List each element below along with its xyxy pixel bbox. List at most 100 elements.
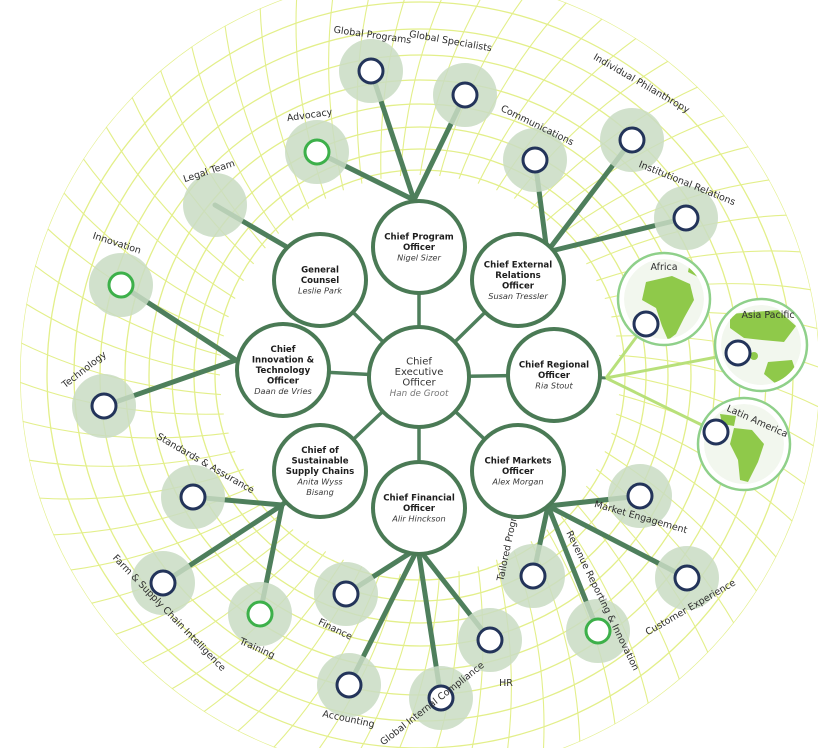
region-africa[interactable]: Africa [616, 251, 712, 347]
region-latin-america[interactable]: Latin America [696, 396, 792, 492]
exec-title-line: Officer [267, 377, 300, 387]
dept-legal-team[interactable] [183, 173, 247, 237]
exec-circle [371, 199, 467, 295]
region-connector [605, 376, 717, 434]
grid-line [495, 559, 512, 748]
node-marker [149, 569, 177, 597]
node-marker [303, 138, 331, 166]
exec-title-line: Chief External [484, 260, 552, 270]
grid-line [458, 0, 569, 179]
node-marker [451, 81, 479, 109]
node-marker [584, 617, 612, 645]
dept-market-engagement[interactable] [608, 464, 672, 528]
exec-name: Alir Hinckson [391, 514, 445, 524]
dept-communications[interactable] [503, 128, 567, 192]
grid-line [130, 95, 255, 265]
exec-name: Bisang [306, 487, 334, 497]
node-marker [672, 204, 700, 232]
grid-ring [148, 103, 692, 647]
exec-name: Ria Stout [535, 381, 573, 391]
dept-global-programs[interactable] [339, 39, 403, 103]
node-marker [357, 57, 385, 85]
exec-title-line: Chief Regional [519, 361, 589, 371]
exec-circle [272, 423, 368, 519]
node-marker [521, 146, 549, 174]
node-marker [107, 271, 135, 299]
region-label-africa: Africa [650, 262, 677, 273]
exec-title-line: Officer [402, 377, 436, 388]
exec-name: Leslie Park [298, 286, 343, 296]
exec-title-line: Relations [495, 271, 540, 281]
exec-circle [371, 460, 467, 556]
exec-name: Susan Tressler [488, 291, 548, 301]
exec-title-line: Sustainable [291, 457, 348, 467]
node-marker [626, 482, 654, 510]
node-marker [246, 600, 274, 628]
exec-circle [235, 322, 331, 418]
exec-title-line: Chief Program [384, 233, 454, 243]
exec-title-line: Chief Markets [484, 457, 551, 467]
grid-line [477, 16, 605, 184]
grid-line [465, 566, 484, 748]
dept-accounting[interactable] [317, 653, 381, 717]
grid-line [20, 420, 229, 439]
grid-line [399, 0, 454, 177]
dept-advocacy[interactable] [285, 120, 349, 184]
dept-global-internal-compliance[interactable] [409, 666, 473, 730]
exec-title-line: Chief Financial [383, 494, 455, 504]
dept-customer-experience[interactable] [655, 546, 719, 610]
node-marker [90, 392, 118, 420]
dept-individual-philanthropy[interactable] [600, 108, 664, 172]
grid-line [33, 264, 222, 356]
grid-line [596, 250, 803, 282]
dept-hr[interactable] [458, 608, 522, 672]
exec-title-line: Chief [406, 356, 432, 367]
exec-title-line: Executive [395, 367, 444, 378]
exec-name: Alex Morgan [491, 477, 543, 487]
departments [72, 39, 719, 730]
dept-global-specialists[interactable] [433, 63, 497, 127]
dept-label-global-specialists: Global Specialists [408, 29, 493, 54]
dept-tailored-programs[interactable] [501, 544, 565, 608]
dept-institutional-relations[interactable] [654, 186, 718, 250]
grid-line [104, 124, 244, 282]
grid-line [347, 574, 421, 748]
exec-title-line: Chief [271, 345, 296, 355]
grid-line [68, 501, 266, 571]
node-marker [724, 339, 752, 367]
exec-title-line: Officer [502, 467, 535, 477]
grid-ring [171, 126, 669, 624]
dept-label-hr: HR [499, 678, 513, 689]
exec-title-line: General [301, 266, 339, 276]
node-marker [476, 626, 504, 654]
exec-name: Anita Wyss [296, 477, 343, 487]
grid-line [81, 156, 236, 299]
grid-line [24, 302, 221, 376]
dept-standards-assurance[interactable] [161, 465, 225, 529]
dept-innovation[interactable] [89, 253, 153, 317]
exec-title-line: Innovation & [252, 356, 315, 366]
dept-finance[interactable] [314, 562, 378, 626]
dept-revenue-reporting-innovation[interactable] [566, 599, 630, 663]
dept-training[interactable] [228, 582, 292, 646]
dept-technology[interactable] [72, 374, 136, 438]
grid-ring [124, 79, 716, 671]
dept-farm-supply-chain-intelligence[interactable] [131, 551, 195, 615]
exec-circle [272, 232, 368, 328]
node-marker [427, 684, 455, 712]
region-asia-pacific[interactable]: Asia Pacific [713, 297, 809, 393]
grid-line [159, 68, 266, 249]
exec-title-line: Chief of [301, 446, 339, 456]
exec-circle [470, 232, 566, 328]
